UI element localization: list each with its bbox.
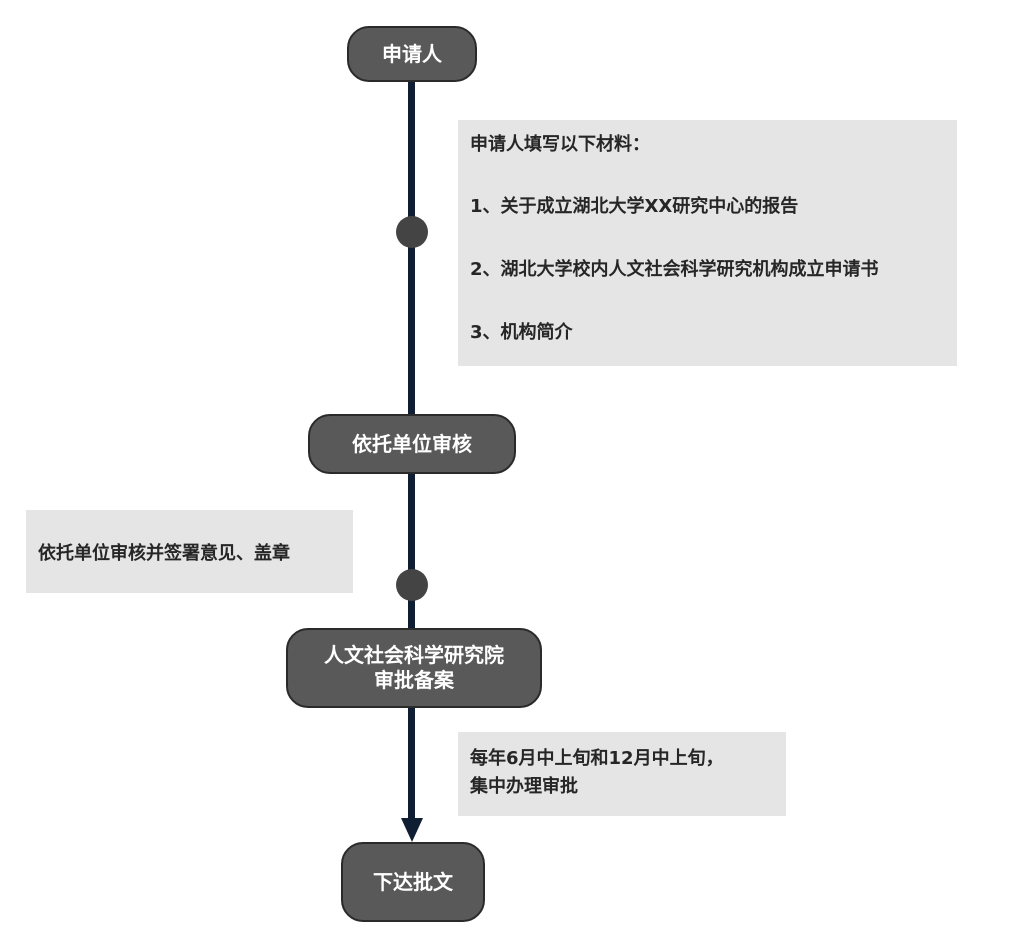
node-unit-review: 依托单位审核: [308, 414, 516, 474]
connector-dot-1: [396, 216, 428, 248]
node-issue-label: 下达批文: [373, 869, 453, 894]
arrow-head-icon: [401, 818, 423, 842]
node-issue-approval: 下达批文: [341, 842, 485, 922]
note-schedule-line1: 每年6月中上旬和12月中上旬，: [470, 748, 724, 769]
note-unit-review: 依托单位审核并签署意见、盖章: [26, 510, 353, 593]
note-materials: 申请人填写以下材料： 1、关于成立湖北大学XX研究中心的报告 2、湖北大学校内人…: [458, 120, 957, 366]
node-institute-label-line2: 审批备案: [374, 668, 454, 692]
connector-dot-2: [396, 569, 428, 601]
node-applicant-label: 申请人: [382, 41, 442, 66]
note-unit-review-text: 依托单位审核并签署意见、盖章: [38, 542, 290, 564]
note-materials-heading: 申请人填写以下材料：: [470, 134, 650, 155]
note-materials-item-2: 2、湖北大学校内人文社会科学研究机构成立申请书: [470, 259, 879, 280]
node-institute-approval: 人文社会科学研究院 审批备案: [286, 628, 542, 708]
node-applicant: 申请人: [347, 26, 477, 82]
note-schedule: 每年6月中上旬和12月中上旬， 集中办理审批: [458, 732, 786, 816]
note-materials-item-1: 1、关于成立湖北大学XX研究中心的报告: [470, 196, 799, 217]
node-unit-review-label: 依托单位审核: [352, 431, 472, 456]
note-materials-item-3: 3、机构简介: [470, 322, 573, 343]
node-institute-label-line1: 人文社会科学研究院: [324, 643, 504, 667]
note-schedule-line2: 集中办理审批: [470, 776, 578, 797]
